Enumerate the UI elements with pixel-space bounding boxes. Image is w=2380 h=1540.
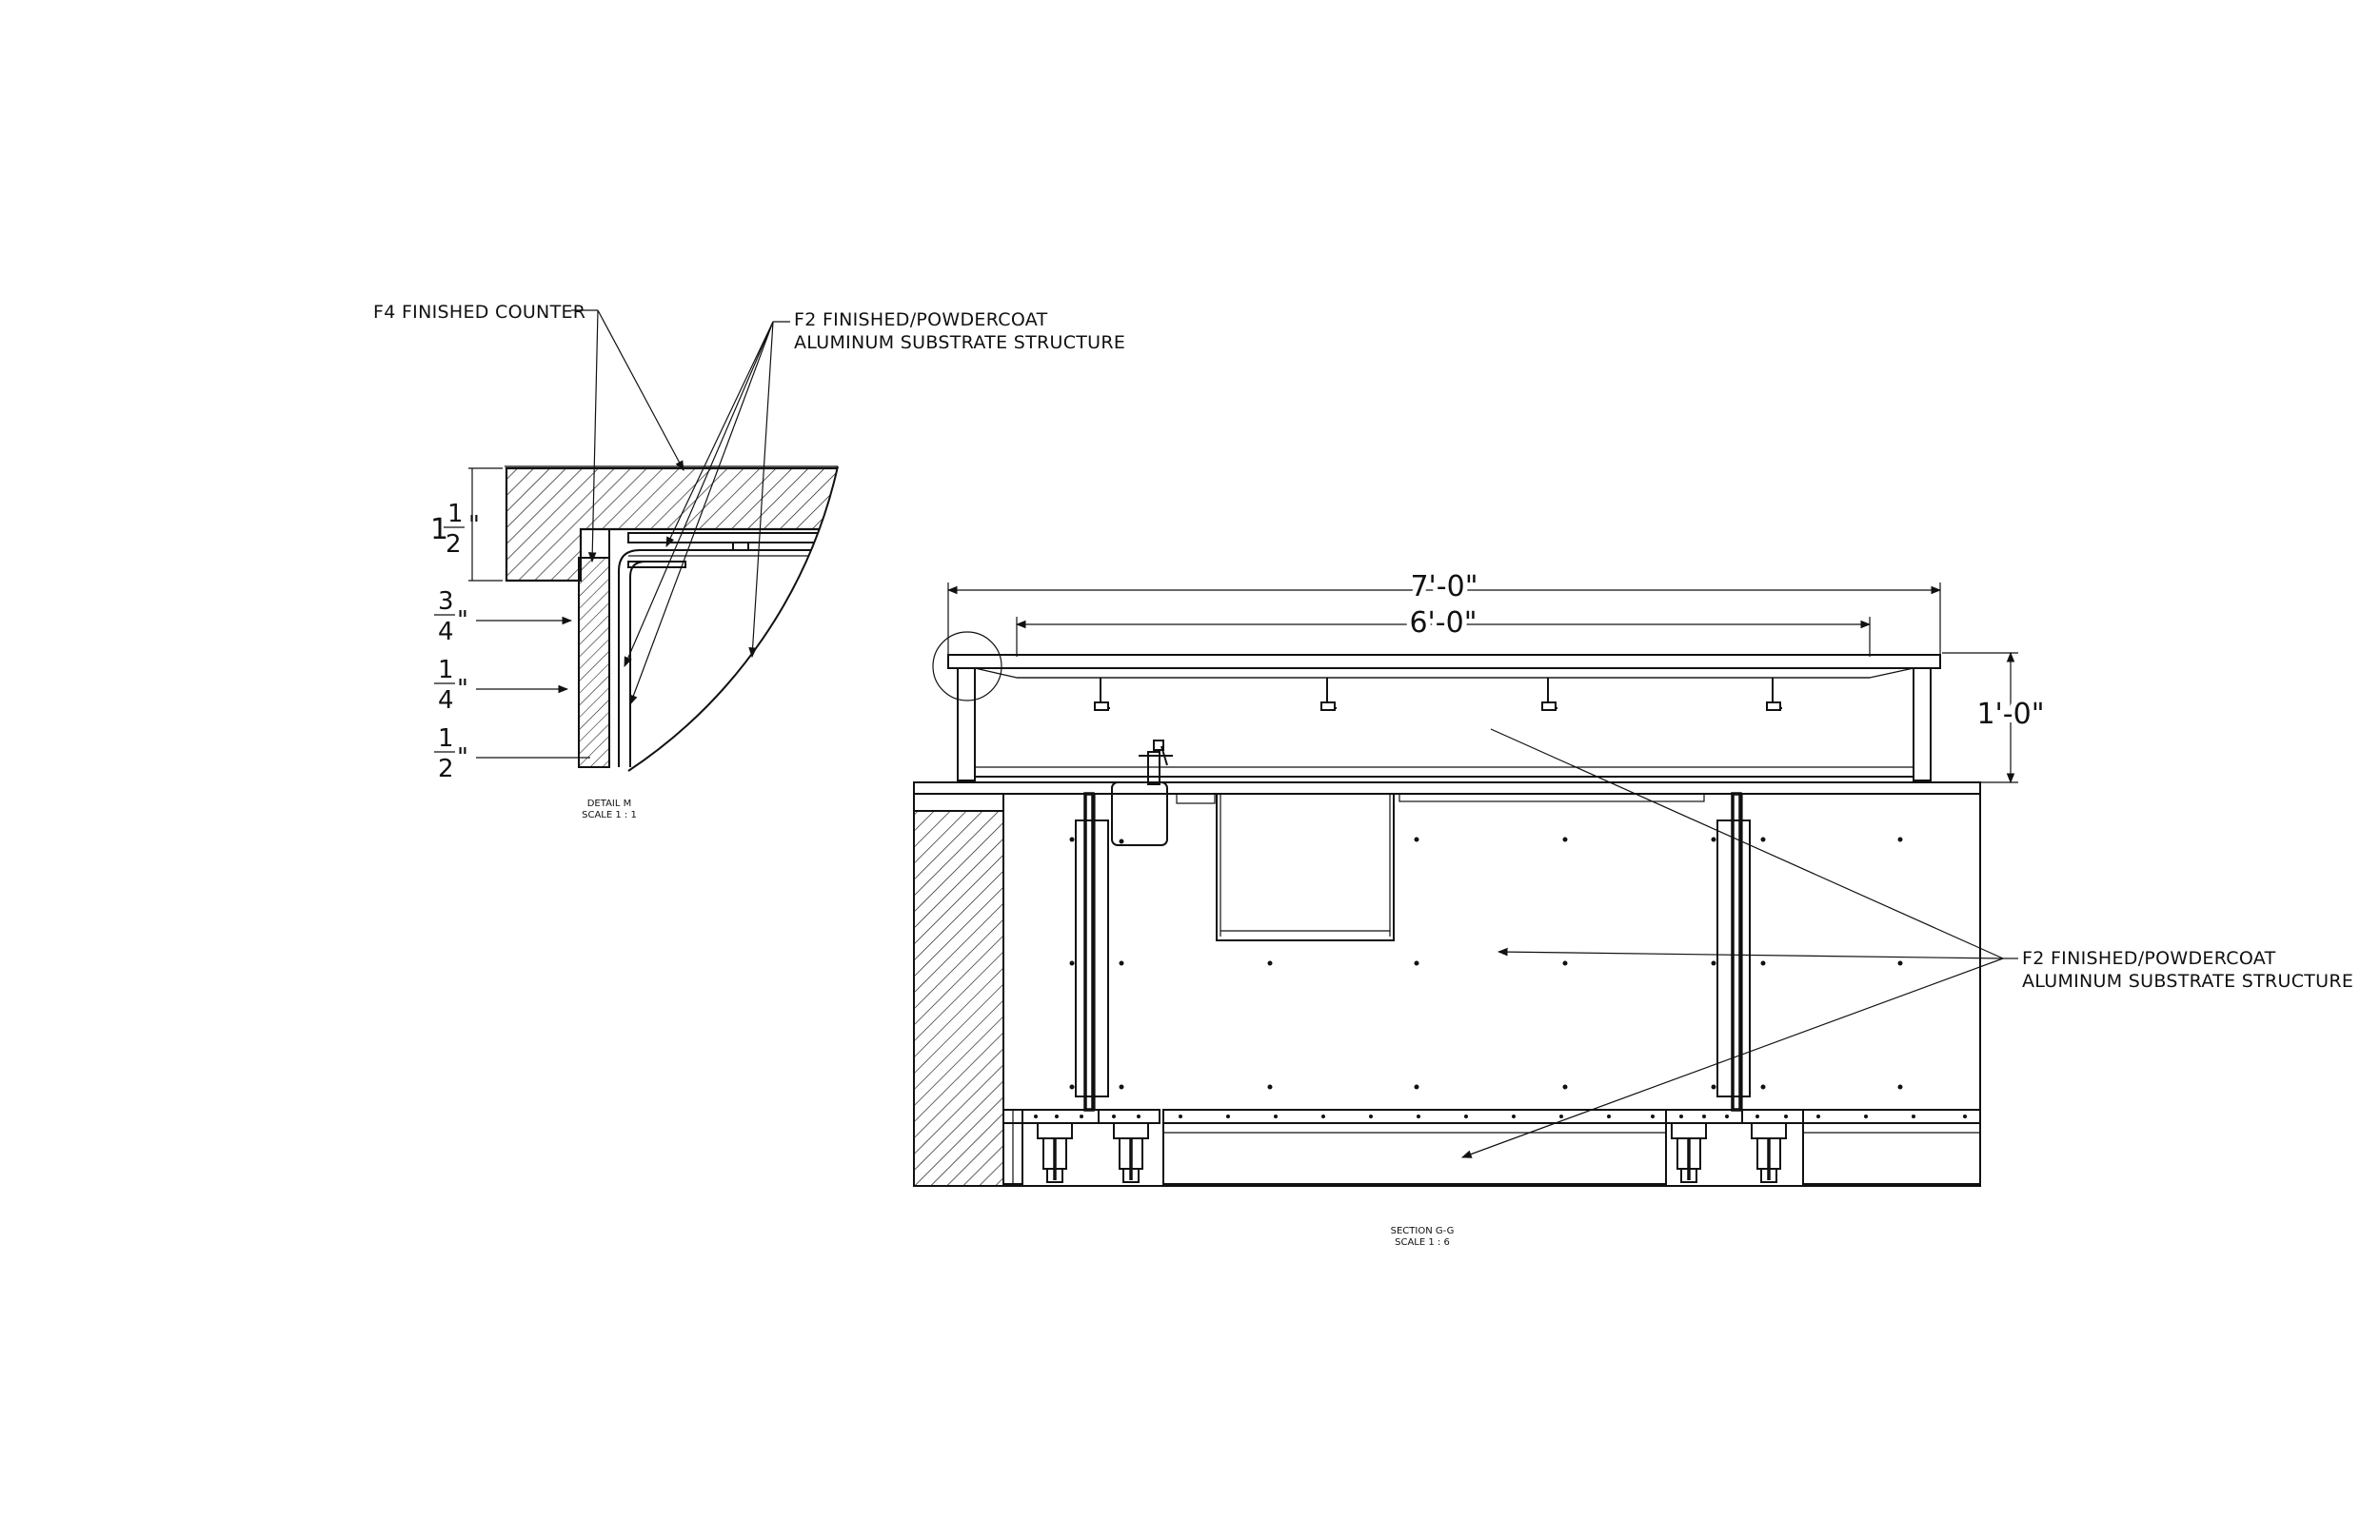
dim-whole: 1 [430,513,448,546]
dim-2-inch: " [457,606,468,635]
dim-3-num: 1 [438,656,454,684]
rivet-dots [1034,837,1967,1118]
counter-top-box [947,654,1941,781]
label-substrate-section: ALUMINUM SUBSTRATE STRUCTURE [2022,971,2353,992]
detail-m-callout-circle [932,631,1002,701]
label-f4-counter: F4 FINISHED COUNTER [373,302,585,323]
sink-basin [1216,793,1395,941]
dim-inner-width: 6'-0" [1409,606,1477,640]
dim-overall-width: 7'-0" [1410,570,1478,603]
dim-2-den: 4 [438,618,454,646]
dim-1-den: 2 [446,530,462,559]
faucet [1111,740,1173,846]
section-g-g: 7'-0" 6'-0" 1'-0" [913,565,2353,1248]
dim-4-inch: " [457,743,468,772]
base-cabinet [913,740,1981,1187]
caster-4 [1751,1122,1787,1183]
detail-title: DETAIL M [587,799,632,809]
label-substrate-detail: ALUMINUM SUBSTRATE STRUCTURE [794,332,1125,353]
caster-2 [1113,1122,1149,1183]
dim-1-inch: " [468,511,480,540]
label-f2-finish-section: F2 FINISHED/POWDERCOAT [2022,948,2276,969]
section-scale: SCALE 1 : 6 [1395,1237,1450,1248]
dim-3-inch: " [457,675,468,703]
detail-scale: SCALE 1 : 1 [582,810,637,820]
dim-height: 1'-0" [1976,698,2044,731]
detail-m: F4 FINISHED COUNTER F2 FINISHED/POWDERCO… [373,302,1125,820]
caster-3 [1671,1122,1707,1183]
dim-4-den: 2 [438,755,454,783]
dim-1-num: 1 [447,500,464,528]
dim-4-num: 1 [438,724,454,753]
caster-1 [1037,1122,1073,1183]
dim-2-num: 3 [438,587,454,616]
dim-3-den: 4 [438,686,454,715]
label-f2-finish-detail: F2 FINISHED/POWDERCOAT [794,309,1048,330]
section-title: SECTION G-G [1391,1226,1455,1236]
counter-leg-section [578,557,610,768]
